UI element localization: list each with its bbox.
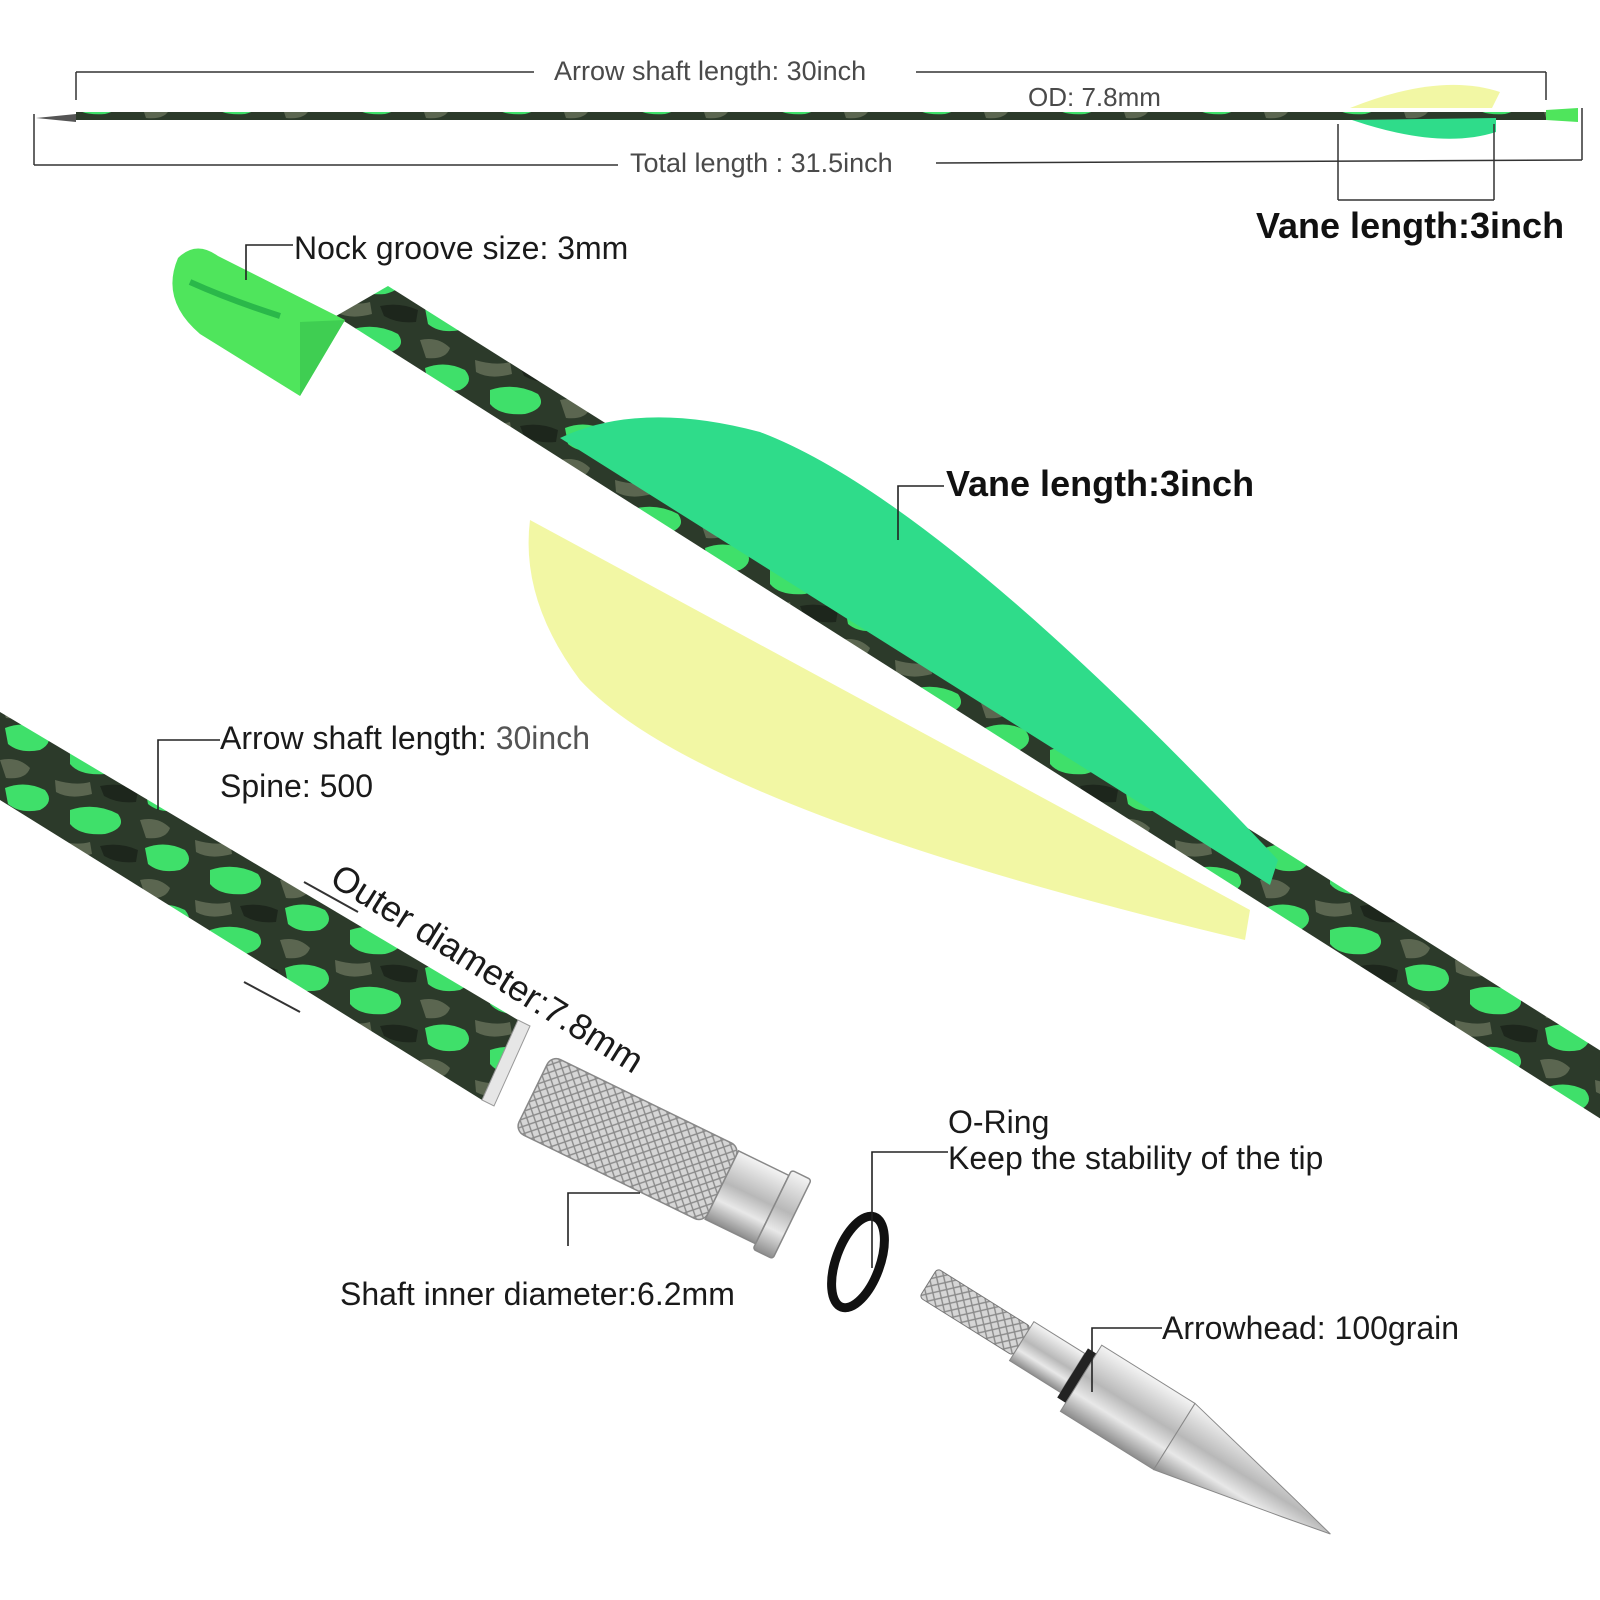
top-total-length-label: Total length : 31.5inch <box>618 150 905 177</box>
spine-label: Spine: 500 <box>220 768 374 804</box>
shaft-length-value: 30inch <box>495 720 590 756</box>
shaft-length-prefix: Arrow shaft length: <box>220 720 496 756</box>
top-vane-length-label: Vane length:3inch <box>1256 205 1565 246</box>
arrowhead-label: Arrowhead: 100grain <box>1162 1310 1460 1346</box>
rear-shaft-detail <box>172 248 1600 1119</box>
shaft-inner-diameter-label: Shaft inner diameter:6.2mm <box>340 1276 735 1312</box>
o-ring-title: O-Ring <box>948 1104 1050 1140</box>
vane-length-label: Vane length:3inch <box>946 463 1255 504</box>
shaft-length-label: Arrow shaft length: 30inch <box>220 722 590 754</box>
top-od-label: OD: 7.8mm <box>1028 82 1161 112</box>
top-arrow-overview <box>33 71 1583 201</box>
nock-groove-label: Nock groove size: 3mm <box>294 230 629 266</box>
o-ring-description: Keep the stability of the tip <box>948 1140 1324 1176</box>
leader-lines <box>157 244 1162 1392</box>
front-components-detail <box>0 712 1331 1535</box>
top-shaft-length-label: Arrow shaft length: 30inch <box>554 56 867 86</box>
